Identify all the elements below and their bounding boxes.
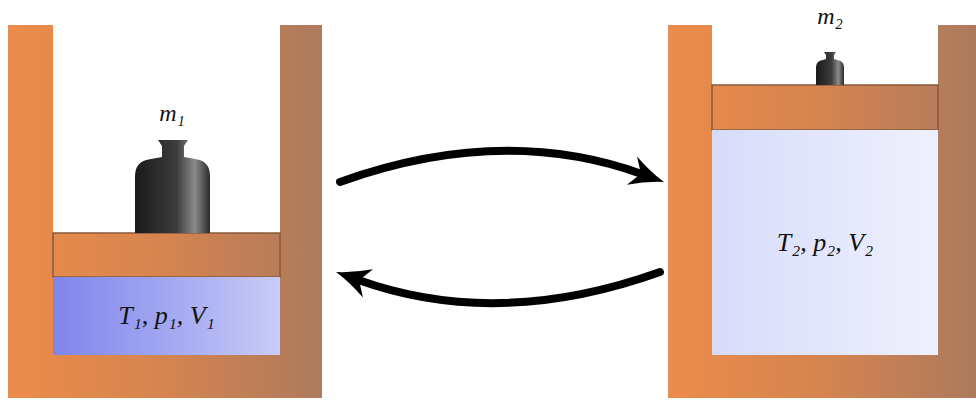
process-arrow <box>336 269 660 303</box>
cylinder: m₂T₂, p₂, V₂ <box>668 25 973 398</box>
gas-region: T₂, p₂, V₂ <box>712 130 938 355</box>
state-label: T₂, p₂, V₂ <box>777 228 873 258</box>
mass-label: m₂ <box>817 3 843 31</box>
gas-region: T₁, p₁, V₁ <box>53 277 280 355</box>
mass-label: m₁ <box>159 100 185 128</box>
process-arrow <box>340 151 664 185</box>
state-label: T₁, p₁, V₁ <box>118 301 214 331</box>
cylinder: m₁ T₁, p₁, V₁ <box>8 25 322 398</box>
left-cylinder <box>8 25 322 398</box>
right-cylinder <box>668 25 976 398</box>
